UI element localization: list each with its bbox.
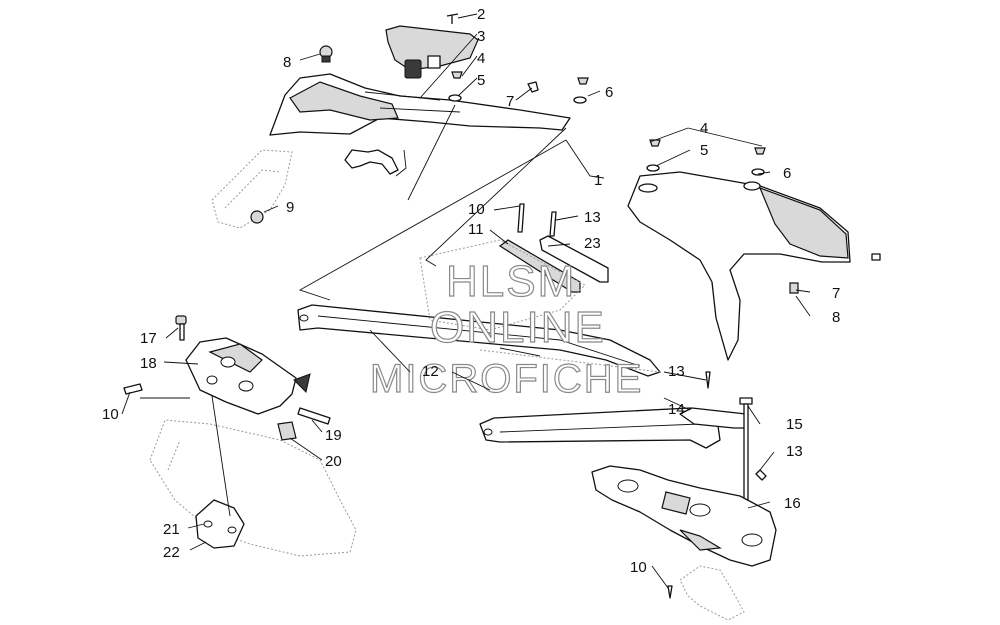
mount-plate-16 <box>591 465 777 567</box>
upper-shroud-left <box>269 73 571 136</box>
callout-14: 14 <box>668 401 685 418</box>
watermark-line1: HLSM <box>446 257 576 306</box>
plate-21 <box>195 499 245 549</box>
callout-10-left: 10 <box>102 406 119 423</box>
callout-10-center: 10 <box>468 201 485 218</box>
leader-lines <box>121 13 811 589</box>
shroud-bracket <box>344 149 399 175</box>
callout-1: 1 <box>594 172 602 189</box>
support-bar-lower <box>479 407 721 449</box>
callout-13-center: 13 <box>584 209 601 226</box>
callout-5-top: 5 <box>477 72 485 89</box>
ghost-lower-right <box>679 565 745 621</box>
callout-6-top: 6 <box>605 84 613 101</box>
watermark-line3: MICROFICHE <box>370 357 643 401</box>
watermark: HLSM ONLINE MICROFICHE <box>369 256 643 401</box>
callout-21: 21 <box>163 521 180 538</box>
rivet-10-lower <box>667 585 673 599</box>
callout-8-right: 8 <box>832 309 840 326</box>
support-bar-upper <box>297 304 661 377</box>
gauge-housing <box>385 25 479 79</box>
watermark-line2: ONLINE <box>430 303 606 352</box>
callout-8-top: 8 <box>283 54 291 71</box>
callout-6-right: 6 <box>783 165 791 182</box>
callout-4-top: 4 <box>477 50 485 67</box>
callout-17: 17 <box>140 330 157 347</box>
callout-3: 3 <box>477 28 485 45</box>
callout-7-top: 7 <box>506 93 514 110</box>
ghost-center <box>419 239 661 373</box>
callout-15: 15 <box>786 416 803 433</box>
callout-22: 22 <box>163 544 180 561</box>
callout-labels: 2 3 4 5 7 6 8 9 1 4 5 6 10 11 13 23 7 8 … <box>102 6 840 576</box>
callout-4-right: 4 <box>700 120 708 137</box>
fasteners-right <box>646 139 881 294</box>
callout-11: 11 <box>468 221 484 238</box>
fasteners-top <box>250 13 589 224</box>
callout-9: 9 <box>286 199 294 216</box>
center-brackets <box>498 203 609 293</box>
callout-13-mid: 13 <box>668 363 685 380</box>
rivets-13 <box>705 371 767 481</box>
side-panel-right <box>627 171 851 361</box>
fasteners-left <box>123 315 331 441</box>
callout-2: 2 <box>477 6 485 23</box>
callout-16: 16 <box>784 495 801 512</box>
callout-12: 12 <box>422 363 439 380</box>
ghost-panel-left <box>211 149 293 229</box>
callout-5-right: 5 <box>700 142 708 159</box>
callout-18: 18 <box>140 355 157 372</box>
callout-10-lower: 10 <box>630 559 647 576</box>
callout-20: 20 <box>325 453 342 470</box>
callout-13-lower: 13 <box>786 443 803 460</box>
callout-23: 23 <box>584 235 601 252</box>
bracket-18 <box>185 337 311 415</box>
callout-7-right: 7 <box>832 285 840 302</box>
callout-19: 19 <box>325 427 342 444</box>
